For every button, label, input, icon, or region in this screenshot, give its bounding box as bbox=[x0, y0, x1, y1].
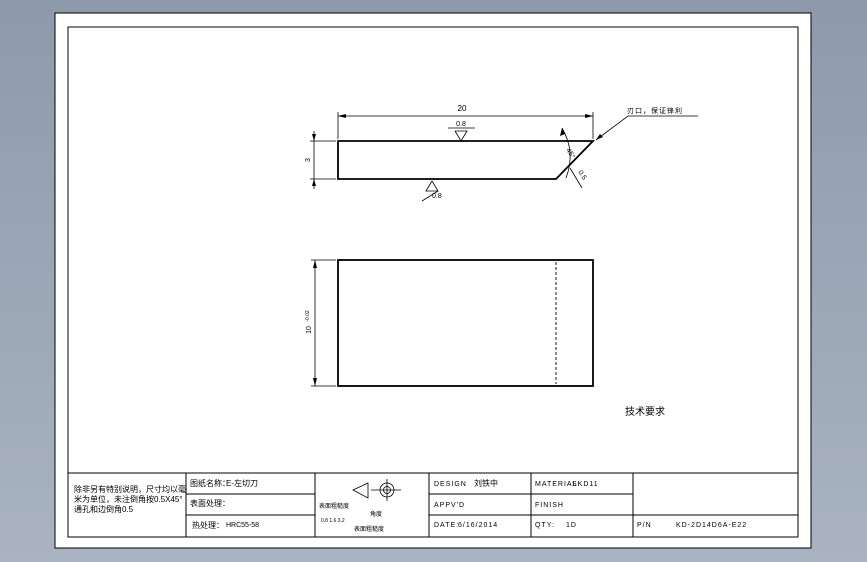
general-note: 除非另有特别说明，尺寸均以毫米为单位，未注倒角按0.5X45°通孔和边倒角0.5 bbox=[74, 485, 186, 514]
pn-value: KD-2D14D6A-E22 bbox=[676, 522, 747, 529]
roughness-label: 表面粗糙度 bbox=[319, 502, 349, 510]
heat-label: 热处理： bbox=[192, 520, 224, 530]
flatness-label: 表面粗糙度 bbox=[354, 525, 384, 533]
roughness-symbol-top: 0.8 bbox=[448, 121, 475, 142]
dim-length-text: 20 bbox=[458, 104, 467, 113]
material-label: MATERIAL: bbox=[535, 481, 580, 488]
dim-thickness-text: 3 bbox=[305, 158, 312, 162]
part-outline-side bbox=[337, 140, 596, 180]
roughness-symbol-bottom: 0.8 bbox=[421, 180, 442, 202]
approved-label: APPV'D bbox=[434, 502, 465, 509]
top-view: 10 -0.02 技术要求 bbox=[305, 259, 665, 418]
date-label: DATE: bbox=[434, 522, 459, 529]
callout-note: 刃口，保证锋利 bbox=[627, 106, 683, 115]
roughness-bottom-text: 0.8 bbox=[432, 193, 442, 200]
title-block: 除非另有特别说明，尺寸均以毫米为单位，未注倒角按0.5X45°通孔和边倒角0.5… bbox=[68, 472, 798, 537]
inner-border bbox=[67, 26, 799, 538]
qty-label: QTY: bbox=[535, 522, 555, 529]
drawing-name-label: 图纸名称： bbox=[190, 478, 230, 488]
tech-requirements-label: 技术要求 bbox=[625, 405, 665, 418]
paper bbox=[54, 12, 812, 549]
front-view: 20 3 0.8 0.8 45° 0.5 刃口，保证锋利 bbox=[305, 104, 698, 202]
pn-label: P/N bbox=[637, 522, 652, 529]
finish-label: FINISH bbox=[535, 502, 564, 509]
qty-value: 1D bbox=[566, 522, 577, 529]
part-outline-plan bbox=[337, 259, 594, 387]
angle-arc bbox=[561, 127, 571, 179]
projection-symbol bbox=[352, 479, 401, 501]
hardness-label: 角度 bbox=[370, 510, 382, 518]
drawing-name-value: E-左切刀 bbox=[226, 478, 258, 488]
dim-width-text: 10 bbox=[306, 326, 313, 334]
roughness-values: 0.8 1.6 3.2 bbox=[321, 518, 345, 524]
callout-leader bbox=[595, 115, 698, 141]
dim-width-tol: -0.02 bbox=[305, 310, 311, 322]
date-value: 6/16/2014 bbox=[458, 522, 498, 529]
design-label: DESIGN bbox=[434, 481, 467, 488]
surface-label: 表面处理： bbox=[190, 498, 230, 508]
heat-value: HRC55-58 bbox=[226, 522, 259, 529]
edge-text: 0.5 bbox=[576, 169, 587, 181]
material-value: SKD11 bbox=[572, 481, 599, 488]
design-value: 刘铁中 bbox=[474, 478, 498, 488]
roughness-top-text: 0.8 bbox=[456, 121, 466, 128]
